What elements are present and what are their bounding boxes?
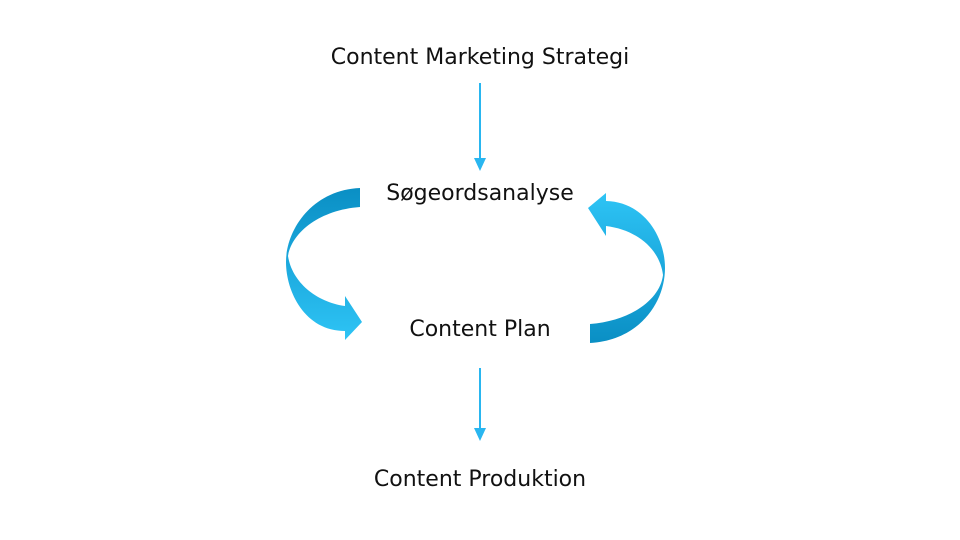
node-content-marketing-strategy: Content Marketing Strategi [330, 45, 630, 70]
arrow-strategy-to-keyword [474, 83, 486, 171]
node-keyword-analysis: Søgeordsanalyse [386, 181, 574, 206]
loop-arrow-right [588, 193, 665, 343]
arrow-head [474, 158, 486, 171]
loop-arrow-right-body [588, 193, 665, 343]
loop-arrow-left [286, 188, 362, 340]
arrow-plan-to-production [474, 368, 486, 441]
node-content-plan: Content Plan [409, 317, 551, 342]
node-content-production: Content Produktion [373, 467, 587, 492]
loop-arrow-left-body [286, 188, 362, 340]
arrow-head [474, 428, 486, 441]
